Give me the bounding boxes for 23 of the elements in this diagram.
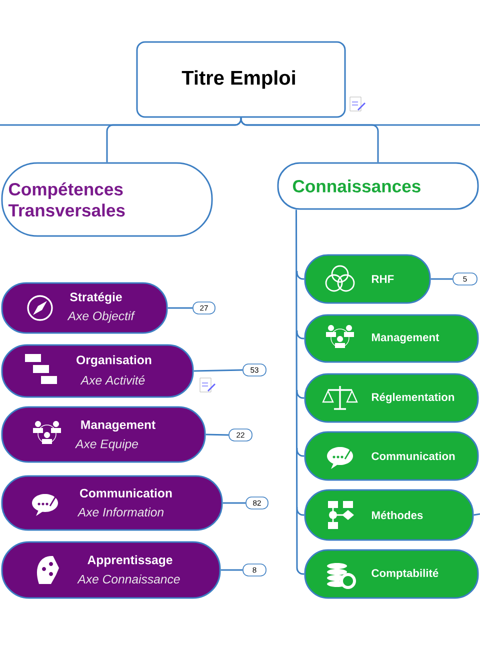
connector-line <box>430 278 453 280</box>
connector-line <box>206 434 229 436</box>
connector-line <box>222 502 246 504</box>
topic-box: Communication Axe Information <box>1 475 223 531</box>
topic-box: Organisation Axe Activité <box>1 344 194 398</box>
topic-box: Stratégie Axe Objectif <box>1 282 168 334</box>
category-box: Connaissances <box>277 162 479 210</box>
connector-line <box>168 307 193 309</box>
title-box: Titre Emploi <box>136 41 346 118</box>
connector-line <box>220 569 243 571</box>
topic-box: Réglementation <box>304 373 479 423</box>
topic-box: Management <box>304 314 479 363</box>
connector-line <box>0 118 242 126</box>
connector-line <box>194 369 243 372</box>
topic-box: Apprentissage Axe Connaissance <box>1 541 221 599</box>
topic-box: RHF <box>304 254 431 304</box>
category-box: Compétences Transversales <box>1 162 213 237</box>
connector-line <box>474 513 480 516</box>
connector-line <box>240 118 480 126</box>
topic-box: Comptabilité <box>304 549 479 599</box>
topic-box: Management Axe Equipe <box>1 406 206 463</box>
topic-box: Communication <box>304 431 479 481</box>
topic-box: Méthodes <box>304 489 474 541</box>
